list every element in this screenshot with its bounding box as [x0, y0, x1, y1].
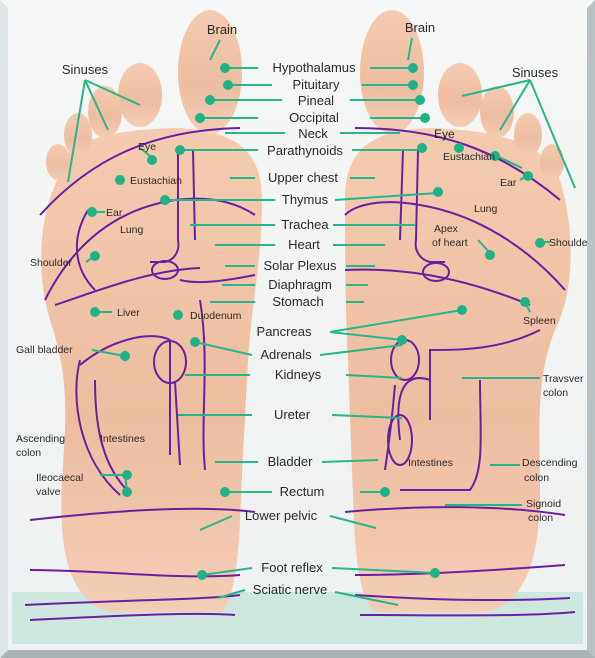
label-lung-right: Lung: [474, 203, 498, 215]
label-eustachian-left: Eustachian: [130, 175, 182, 187]
label-shoulder-right: Shoulde: [549, 237, 588, 249]
label-trachea: Trachea: [281, 217, 329, 232]
label-bladder: Bladder: [268, 454, 313, 469]
label-neck: Neck: [298, 126, 328, 141]
label-transverse-colon: colon: [543, 387, 568, 399]
label-sciatic-nerve: Sciatic nerve: [253, 582, 327, 597]
label-sigmoid-colon: colon: [528, 512, 553, 524]
label-shoulder-left: Shoulder: [30, 257, 73, 269]
label-gall-bladder: Gall bladder: [16, 344, 73, 356]
label-transverse: Travsver: [543, 373, 584, 385]
label-heart: Heart: [288, 237, 320, 252]
label-thymus: Thymus: [282, 192, 329, 207]
label-adrenals: Adrenals: [260, 347, 312, 362]
label-pineal: Pineal: [298, 93, 334, 108]
label-upper-chest: Upper chest: [268, 170, 338, 185]
label-apex: Apex: [434, 223, 459, 235]
label-sigmoid: Signoid: [526, 498, 561, 510]
label-of-heart: of heart: [432, 237, 468, 249]
label-occipital: Occipital: [289, 110, 339, 125]
label-spleen: Spleen: [523, 315, 556, 327]
label-diaphragm: Diaphragm: [268, 277, 332, 292]
label-eye-left: Eye: [138, 141, 156, 153]
label-solar-plexus: Solar Plexus: [264, 258, 337, 273]
label-descending: Descending: [522, 457, 578, 469]
label-ear-right: Ear: [500, 177, 517, 189]
label-intestines-left: Intestines: [100, 433, 145, 445]
label-stomach: Stomach: [272, 294, 323, 309]
label-hypothalamus: Hypothalamus: [272, 60, 356, 75]
label-liver: Liver: [117, 307, 140, 319]
label-lower-pelvic: Lower pelvic: [245, 508, 318, 523]
label-eustachian-right: Eustachian: [443, 151, 495, 163]
label-duodenum: Duodenum: [190, 310, 242, 322]
label-descending-colon: colon: [524, 472, 549, 484]
label-rectum: Rectum: [280, 484, 325, 499]
label-pituitary: Pituitary: [293, 77, 340, 92]
label-ascending-colon: colon: [16, 447, 41, 459]
label-ileocaecal: Ileocaecal: [36, 472, 83, 484]
label-foot-reflex: Foot reflex: [261, 560, 323, 575]
label-ear-left: Ear: [106, 207, 123, 219]
label-sinuses-left: Sinuses: [62, 62, 109, 77]
label-brain-right: Brain: [405, 20, 435, 35]
label-pancreas: Pancreas: [257, 324, 312, 339]
label-ureter: Ureter: [274, 407, 311, 422]
label-brain-left: Brain: [207, 22, 237, 37]
label-parathynoids: Parathynoids: [267, 143, 343, 158]
label-kidneys: Kidneys: [275, 367, 322, 382]
label-intestines-right: Intestines: [408, 457, 453, 469]
label-eye-right: Eye: [434, 127, 455, 141]
center-labels: Hypothalamus Pituitary Pineal Occipital …: [245, 60, 356, 597]
label-ileocaecal-valve: valve: [36, 486, 61, 498]
label-lung-left: Lung: [120, 224, 144, 236]
label-ascending: Ascending: [16, 433, 65, 445]
label-sinuses-right: Sinuses: [512, 65, 559, 80]
